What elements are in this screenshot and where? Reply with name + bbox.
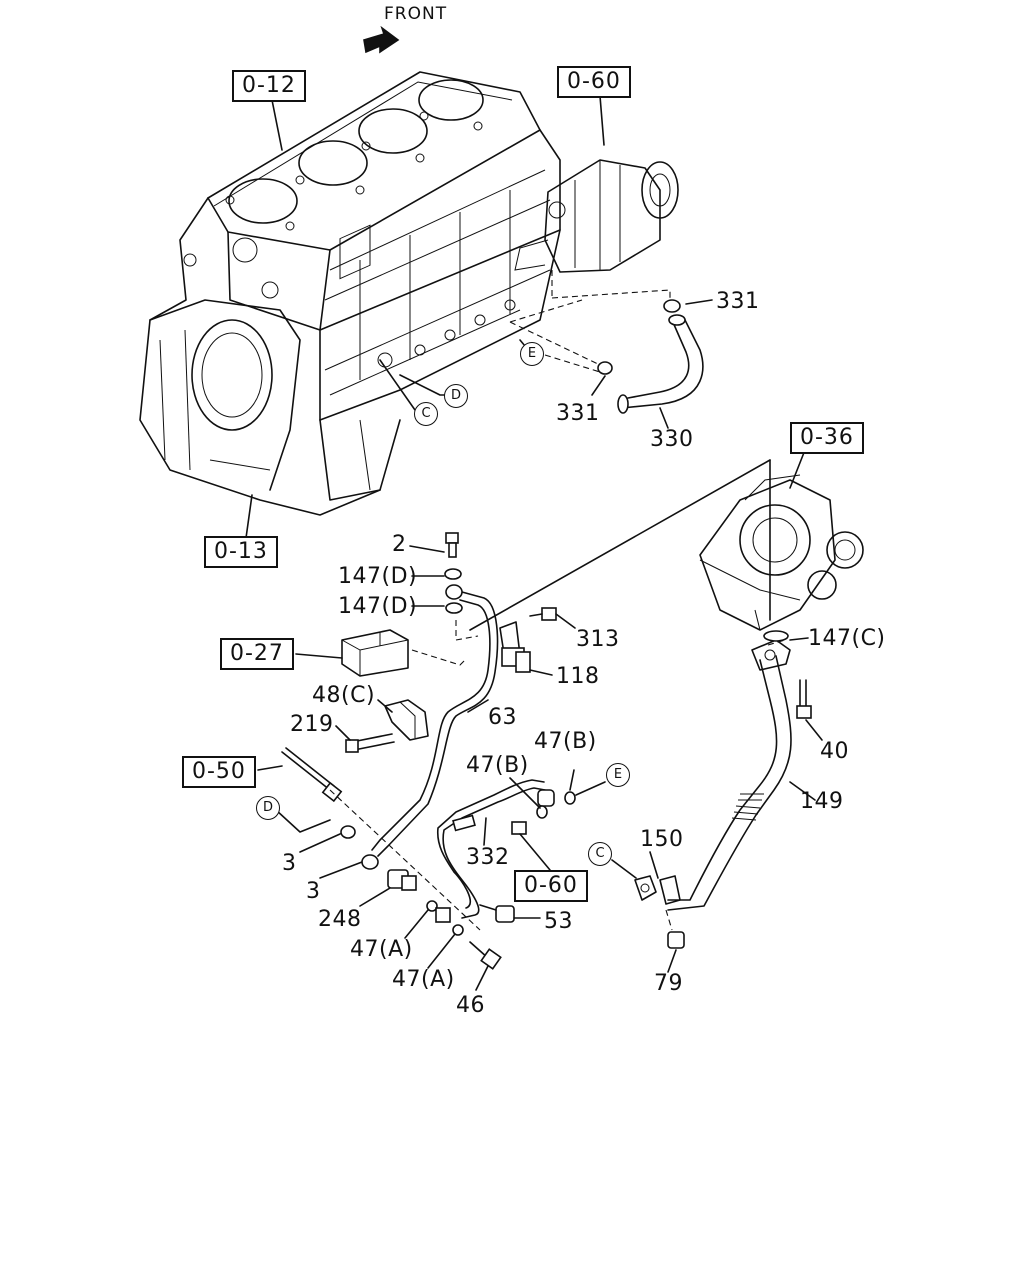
pipe-63-illustration — [371, 591, 499, 857]
clamp-48c-illustration — [384, 699, 429, 741]
hose-330-illustration — [597, 299, 704, 414]
bracket-118-illustration — [499, 621, 531, 673]
washer-3-b — [361, 854, 379, 870]
circle-mark-c-top: C — [414, 402, 438, 426]
circle-mark-d-top: D — [444, 384, 468, 408]
turbocharger-illustration — [699, 474, 864, 631]
callout-47a-b: 47(A) — [392, 967, 455, 992]
pipe-332-illustration — [436, 779, 555, 919]
callout-53: 53 — [544, 909, 573, 934]
bolt-219-illustration — [345, 733, 395, 753]
callout-3-b: 3 — [306, 879, 321, 904]
callout-147d-a: 147(D) — [338, 564, 418, 589]
washer-3-a — [340, 825, 356, 839]
flange-149-illustration — [751, 639, 791, 671]
callout-3-a: 3 — [282, 851, 297, 876]
callout-46: 46 — [456, 993, 485, 1018]
nut-79-illustration — [665, 909, 685, 949]
ref-0-12[interactable]: 0-12 — [232, 70, 306, 102]
washer-147d-b — [445, 602, 463, 614]
callout-331-bottom: 331 — [556, 401, 600, 426]
callout-150: 150 — [640, 827, 684, 852]
callout-248: 248 — [318, 907, 362, 932]
bracket-0-27-illustration — [341, 629, 409, 677]
injection-pump-illustration — [514, 159, 679, 273]
washer-147d-a — [444, 568, 462, 580]
callout-118: 118 — [556, 664, 600, 689]
callout-47b-a: 47(B) — [534, 729, 597, 754]
callout-313: 313 — [576, 627, 620, 652]
ref-0-36[interactable]: 0-36 — [790, 422, 864, 454]
engine-block-illustration — [139, 71, 561, 516]
bolt-2-illustration — [445, 532, 459, 558]
callout-149: 149 — [800, 789, 844, 814]
front-label: FRONT — [384, 4, 448, 24]
nut-53-illustration — [495, 905, 515, 923]
ref-0-50[interactable]: 0-50 — [182, 756, 256, 788]
ref-0-13[interactable]: 0-13 — [204, 536, 278, 568]
callout-331-top: 331 — [716, 289, 760, 314]
callout-147c: 147(C) — [808, 626, 886, 651]
circle-mark-c-right: C — [588, 842, 612, 866]
bolt-0-60-illustration — [511, 821, 551, 871]
circle-mark-e-top: E — [520, 342, 544, 366]
front-arrow-icon — [363, 25, 400, 54]
banjo-bolt-248-illustration — [387, 869, 417, 891]
callout-79: 79 — [654, 971, 683, 996]
callout-147d-b: 147(D) — [338, 594, 418, 619]
stud-0-50-illustration — [281, 747, 343, 803]
ref-0-27[interactable]: 0-27 — [220, 638, 294, 670]
callout-40: 40 — [820, 739, 849, 764]
callout-47b-b: 47(B) — [466, 753, 529, 778]
circle-mark-e-right: E — [606, 763, 630, 787]
ref-0-60-bottom[interactable]: 0-60 — [514, 870, 588, 902]
bolt-46-illustration — [469, 941, 502, 970]
washer-47b-b — [536, 805, 548, 819]
gasket-150-illustration — [634, 875, 681, 905]
callout-48c: 48(C) — [312, 683, 376, 708]
washer-47a-a — [426, 900, 438, 912]
callout-219: 219 — [290, 712, 334, 737]
callout-2: 2 — [392, 532, 407, 557]
circle-mark-d-left: D — [256, 796, 280, 820]
pipe-149-illustration — [667, 655, 792, 911]
callout-332: 332 — [466, 845, 510, 870]
callout-330: 330 — [650, 427, 694, 452]
callout-47a-a: 47(A) — [350, 937, 413, 962]
bolt-313-illustration — [529, 607, 557, 621]
bolt-40-illustration — [796, 679, 812, 719]
gasket-147c — [763, 630, 789, 642]
washer-47b-a — [564, 791, 576, 805]
callout-63: 63 — [488, 705, 517, 730]
ref-0-60-top[interactable]: 0-60 — [557, 66, 631, 98]
washer-47a-b — [452, 924, 464, 936]
